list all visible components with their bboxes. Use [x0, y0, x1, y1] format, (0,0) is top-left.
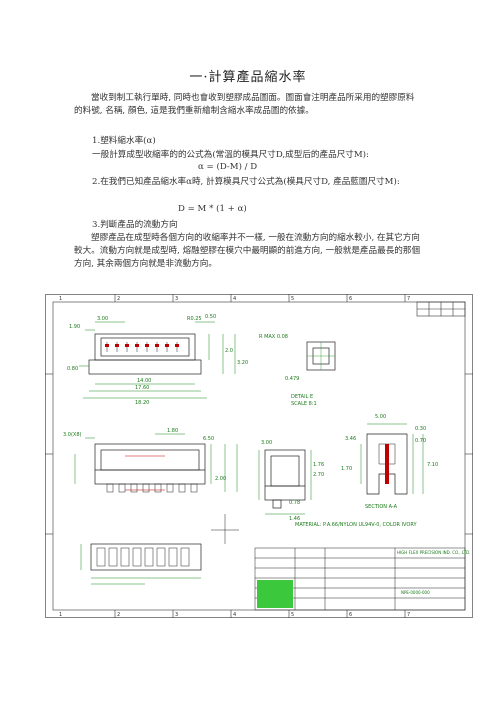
section-label: SECTION A-A — [365, 504, 398, 510]
dim-d8: 0.78 — [289, 500, 300, 506]
dim-d13: 0.30 — [415, 426, 426, 432]
dim-d3: 6.50 — [203, 436, 214, 442]
dim-d12: 3.46 — [345, 436, 356, 442]
title-block — [254, 547, 466, 611]
dim-d15: 7.10 — [427, 462, 438, 468]
col-number-4-bottom: 4 — [233, 612, 236, 618]
dim-d9: 1.46 — [289, 516, 300, 522]
section-1-heading: 1.塑料縮水率(α) — [92, 136, 156, 146]
col-number-4: 4 — [233, 296, 236, 302]
dim-d14: 0.70 — [415, 438, 426, 444]
col-number-1: 1 — [59, 296, 62, 302]
bottom-view — [80, 514, 239, 585]
dim-d2: 1.80 — [167, 428, 178, 434]
col-number-3: 3 — [175, 296, 178, 302]
dim-d4: 2.00 — [215, 476, 226, 482]
col-number-7-bottom: 7 — [407, 612, 410, 618]
drawing-svg: 1 2 3 4 5 6 7 1 2 3 4 5 6 7 — [45, 294, 473, 618]
detail-square-view — [306, 341, 336, 371]
dim-r025: R0.25 — [187, 316, 202, 322]
drawing-number: NPE-0000-000 — [401, 590, 430, 595]
dim-320: 3.20 — [237, 360, 248, 366]
engineering-drawing: 1 2 3 4 5 6 7 1 2 3 4 5 6 7 — [45, 294, 473, 618]
col-number-7: 7 — [407, 296, 410, 302]
company-name: HIGH FLEX PRECISION IND. CO., LTD. — [397, 550, 470, 555]
col-number-5: 5 — [291, 296, 294, 302]
radius-note: R MAX 0.08 — [259, 334, 288, 340]
scale-e-label: SCALE 8:1 — [291, 401, 317, 407]
dim-1820: 18.20 — [135, 400, 149, 406]
dim-050: 0.50 — [205, 314, 216, 320]
drawing-outer-frame — [45, 294, 473, 618]
col-number-2: 2 — [117, 296, 120, 302]
section-1-line: 一般計算成型收縮率的的公式為(常溫的模具尺寸D,成型后的產品尺寸M): — [92, 150, 369, 160]
col-number-3-bottom: 3 — [175, 612, 178, 618]
section-3-heading: 3.判斷產品的流動方向 — [92, 220, 178, 230]
section-view — [360, 423, 424, 495]
col-number-1-bottom: 1 — [59, 612, 62, 618]
top-view — [79, 321, 236, 399]
dim-300: 3.00 — [97, 316, 108, 322]
dim-1760: 17.60 — [135, 385, 149, 391]
dim-190: 1.90 — [69, 324, 80, 330]
col-number-5-bottom: 5 — [291, 612, 294, 618]
shrinkage-formula: α = (D-M) / D — [198, 162, 258, 172]
dim-d1: 3.0(X8) — [63, 432, 82, 438]
dim-d7: 2.70 — [313, 472, 324, 478]
detail-e-label: DETAIL E — [291, 394, 313, 400]
dim-d11: 5.00 — [375, 414, 386, 420]
material-note: MATERIAL: P.A.66/NYLON UL94V-0, COLOR IV… — [295, 522, 417, 528]
mold-size-formula: D = M * (1 + α) — [178, 204, 247, 214]
small-dim: 0.479 — [285, 376, 299, 382]
dim-080: 0.80 — [67, 366, 78, 372]
side-view — [258, 449, 312, 515]
dim-d6: 1.76 — [313, 462, 324, 468]
dim-1400: 14.00 — [137, 378, 151, 384]
dim-20: 2.0 — [225, 348, 233, 354]
col-number-2-bottom: 2 — [117, 612, 120, 618]
intro-paragraph: 當收到制工執行單時, 同時也會收到塑膠成品圖面。圖面會注明產品所采用的塑膠原料的… — [74, 93, 415, 116]
section-3-paragraph: 塑膠產品在成型時各個方向的收縮率并不一樣, 一般在流動方向的縮水較小, 在其它方… — [74, 233, 421, 269]
section-2-line: 2.在我們已知產品縮水率α時, 計算模具尺寸公式為(模具尺寸D, 產品藍圖尺寸M… — [92, 177, 400, 187]
frame-ticks — [45, 294, 473, 618]
front-view — [74, 433, 238, 493]
col-number-6-bottom: 6 — [349, 612, 352, 618]
page-title: 一·計算產品縮水率 — [189, 70, 307, 85]
col-number-6: 6 — [349, 296, 352, 302]
dim-d5: 3.00 — [261, 440, 272, 446]
dim-d10: 1.70 — [341, 466, 352, 472]
